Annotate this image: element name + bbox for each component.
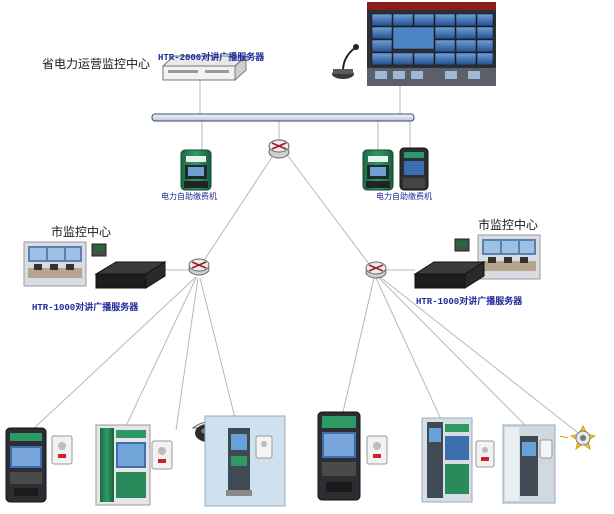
kiosk-icon [421,417,473,503]
connection-lines [29,78,583,437]
speaker-icon [559,424,597,451]
city-server-right-label: HTR-1000对讲广播服务器 [416,297,523,307]
kiosk-group-right-label: 电力自助缴费机 [376,192,432,201]
server-icon [161,54,248,82]
intercom-icon [454,238,470,252]
intercom-icon [91,243,107,257]
kiosk-icon [180,149,212,191]
kiosk-icon [399,147,429,191]
control-room-icon [477,234,541,280]
city-center-left-title: 市监控中心 [51,225,112,239]
backbone-bus [151,113,415,122]
city-server-left-label: HTR-1000对讲广播服务器 [32,303,139,313]
server-icon [94,261,167,289]
link-rr-1 [375,277,446,429]
kiosk-icon [204,415,286,507]
intercom-icon [475,440,495,468]
intercom-icon [366,435,388,465]
province-server-label: HTR-2000对讲广播服务器 [158,53,265,63]
link-rr-2 [378,277,531,431]
link-router-top-left [198,147,279,269]
server-icon [413,261,486,289]
link-rr-3 [379,276,583,437]
province-center-title: 省电力运营监控中心 [42,57,151,71]
router-icon [188,258,210,276]
router-icon [365,261,387,279]
kiosk-icon [317,411,361,501]
city-center-right-title: 市监控中心 [478,218,539,232]
link-rl-3 [199,277,239,431]
link-rl-0 [29,276,197,433]
intercom-icon [151,440,173,470]
kiosk-icon [5,427,47,503]
microphone-icon [332,44,359,79]
kiosk-icon [95,424,151,506]
link-rl-1 [124,277,197,429]
kiosk-icon [362,149,394,191]
kiosk-icon [502,424,556,504]
kiosk-group-left-label: 电力自助缴费机 [161,192,217,201]
link-rl-2 [175,277,199,431]
link-router-top-right [281,147,373,269]
link-rr-0 [339,277,375,426]
router-icon [268,139,290,159]
video-wall-icon [367,2,496,86]
intercom-icon [51,435,73,465]
control-room-icon [23,241,87,287]
